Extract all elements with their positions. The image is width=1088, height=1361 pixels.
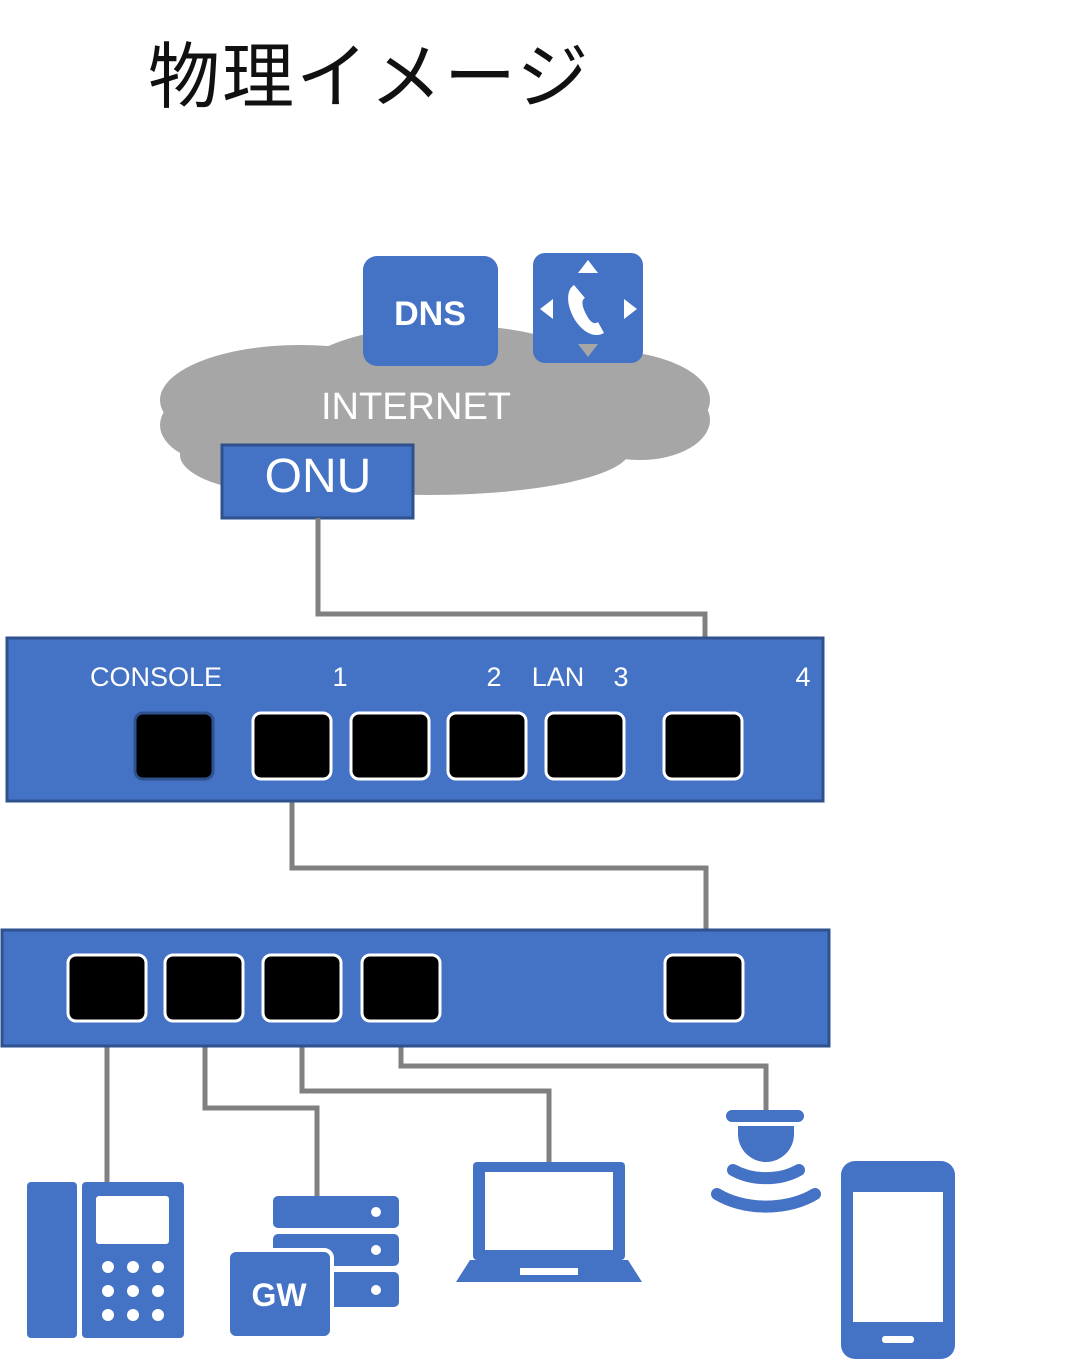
router-port-label-console: CONSOLE <box>90 662 222 692</box>
router-port-label-4: 4 <box>795 662 810 692</box>
wifi-access-point-icon <box>711 1110 821 1213</box>
onu-label: ONU <box>265 450 372 503</box>
gateway-label: GW <box>251 1277 307 1313</box>
router-port-4 <box>544 711 626 781</box>
gateway-server-icon <box>226 1196 399 1340</box>
switch-port-1 <box>66 953 148 1023</box>
router-wan-port <box>662 711 744 781</box>
switch-port-2 <box>163 953 245 1023</box>
sip-phone-service-icon <box>533 253 643 363</box>
router-port-label-1: 1 <box>332 662 347 692</box>
cable-router-switch <box>289 780 709 955</box>
switch-uplink-port <box>663 953 745 1023</box>
router-port-1 <box>251 711 333 781</box>
laptop-icon <box>456 1162 642 1282</box>
router-port-label-2: 2 <box>486 662 501 692</box>
switch-port-4 <box>360 953 442 1023</box>
switch-port-3 <box>261 953 343 1023</box>
cable-switch-gateway <box>202 1020 320 1196</box>
cables <box>104 518 769 1196</box>
smartphone-icon <box>841 1161 955 1359</box>
cable-switch-laptop <box>299 1020 552 1162</box>
desk-phone-icon <box>27 1182 184 1338</box>
internet-label: INTERNET <box>321 386 511 428</box>
router-port-2 <box>349 711 431 781</box>
router-port-3 <box>446 711 528 781</box>
dns-server-icon <box>363 256 498 366</box>
router-console-port <box>133 711 215 781</box>
page-title: 物理イメージ <box>148 35 591 119</box>
router-port-label-3: 3 <box>613 662 628 692</box>
router-port-label-lan: LAN <box>532 662 585 692</box>
dns-label: DNS <box>394 295 466 333</box>
